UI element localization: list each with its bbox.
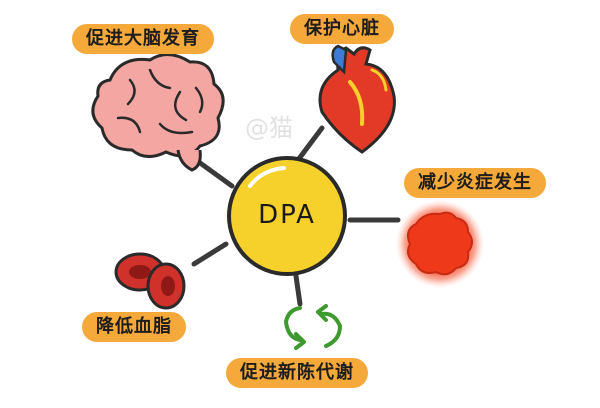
benefit-inflammation-label: 减少炎症发生 [404,168,546,198]
benefit-metabolism-label: 促进新陈代谢 [226,358,368,388]
connector-heart [295,125,325,163]
red-blood-cells-icon [114,252,186,310]
dpa-circle-highlight [248,166,286,188]
brain-icon [91,53,225,172]
connector-lipids [191,241,229,267]
connector-metabolism [293,273,303,307]
benefit-brain-label: 促进大脑发育 [72,24,214,54]
connector-brain [193,157,235,189]
recycle-arrows-icon [284,304,342,350]
connectors [191,125,401,307]
benefit-heart-label: 保护心脏 [290,14,394,44]
dpa-circle [227,156,347,276]
benefit-lipids-label: 降低血脂 [82,312,186,342]
heart-icon [318,44,396,154]
dpa-label: DPA [258,200,316,230]
inflammation-icon [396,200,484,288]
watermark: @猫 [245,114,293,142]
